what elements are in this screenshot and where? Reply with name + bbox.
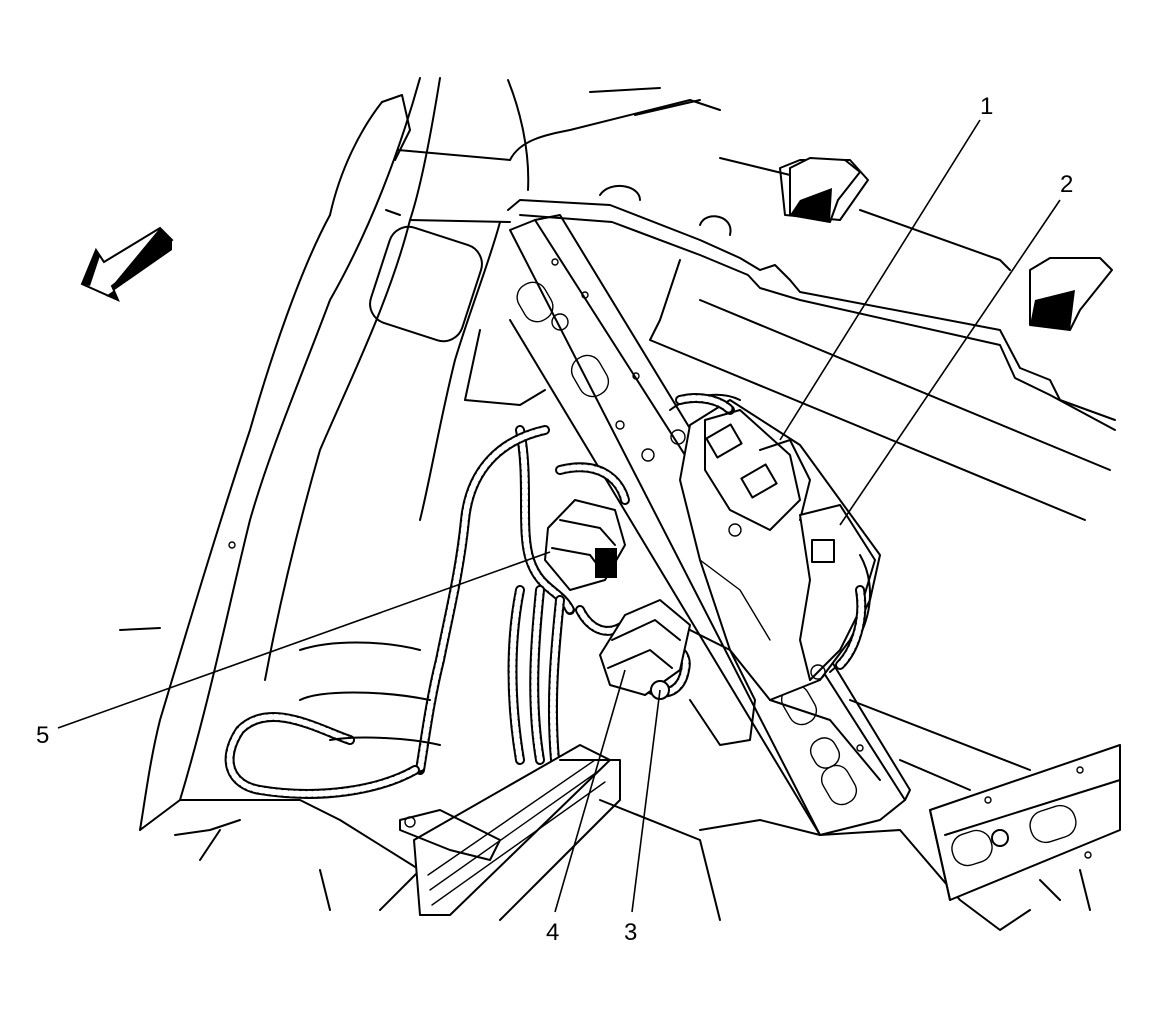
callout-labels: 1 2 3 4 5 [36,93,1073,946]
connector-5 [544,499,626,591]
leader-line-2 [839,199,1061,526]
callout-5-label: 5 [36,722,49,749]
floor-panel [139,641,1031,931]
control-module [669,393,881,701]
leader-line-1 [779,119,981,441]
leader-line-3 [631,689,661,913]
callout-leaders [57,119,1061,913]
callout-1-label: 1 [980,93,993,120]
leader-line-4 [554,669,626,913]
callout-2-label: 2 [1060,171,1073,198]
forward-arrow-icon [80,226,174,302]
right-rail [929,744,1121,911]
leader-line-5 [57,551,551,729]
upper-trim-panel [507,87,1116,521]
callout-3-label: 3 [624,919,637,946]
wiring-harness [224,393,867,799]
left-pillar-panel [119,77,546,831]
callout-4-label: 4 [546,919,559,946]
